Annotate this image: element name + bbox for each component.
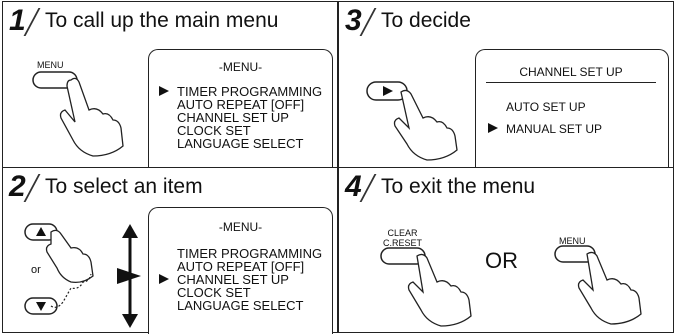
step-4-header: 4 To exit the menu: [339, 168, 673, 208]
step-2-panel: 2 To select an item or -MENU- TIMER PROG…: [2, 167, 338, 334]
step-title: To decide: [381, 9, 471, 32]
step-1-header: 1 To call up the main menu: [3, 2, 337, 42]
menu-title: -MENU-: [218, 60, 263, 74]
selection-arrow: [117, 268, 141, 284]
dotted-hand-outline: [50, 273, 92, 308]
step-slash: [359, 8, 377, 36]
main-menu-screen: -MENU- TIMER PROGRAMMING AUTO REPEAT [OF…: [148, 207, 333, 334]
step-number: 1: [9, 4, 26, 37]
menu-items: TIMER PROGRAMMING AUTO REPEAT [OFF] CHAN…: [177, 85, 322, 150]
play-triangle-icon: [383, 86, 393, 96]
menu-button-label: MENU: [37, 60, 64, 70]
menu-item: AUTO REPEAT [OFF]: [177, 97, 305, 112]
menu-item: TIMER PROGRAMMING: [177, 84, 323, 99]
main-menu-screen: -MENU- TIMER PROGRAMMING AUTO REPEAT [OF…: [148, 49, 333, 169]
right-pointer-icon: [159, 86, 169, 96]
menu-item: TIMER PROGRAMMING: [177, 246, 323, 261]
right-pointer-icon: [488, 123, 498, 133]
menu-button-hand-illustration: [32, 71, 124, 157]
menu-button-hand-illustration: [554, 245, 642, 325]
up-triangle-icon: [36, 227, 46, 236]
step-3-panel: 3 To decide CHANNEL SET UP AUTO SET UP M…: [338, 1, 674, 169]
down-triangle-icon: [36, 302, 46, 311]
pointing-hand-icon: [393, 89, 458, 161]
menu-item: LANGUAGE SELECT: [177, 298, 304, 313]
or-label-small: or: [31, 264, 41, 276]
channel-menu-item: AUTO SET UP: [506, 100, 586, 114]
step-1-panel: 1 To call up the main menu MENU -MENU- T…: [2, 1, 338, 169]
menu-item: CHANNEL SET UP: [177, 272, 289, 287]
menu-title: -MENU-: [218, 220, 263, 234]
step-title: To exit the menu: [381, 175, 536, 198]
step-2-header: 2 To select an item: [3, 168, 337, 208]
menu-item: CLOCK SET: [177, 123, 251, 138]
play-button-hand-illustration: [366, 81, 458, 161]
step-title: To call up the main menu: [45, 9, 279, 32]
pointing-hand-icon: [577, 251, 642, 325]
step-3-header: 3 To decide: [339, 2, 673, 42]
channel-menu-items: AUTO SET UP MANUAL SET UP: [506, 96, 602, 140]
clear-button-hand-illustration: [380, 247, 472, 327]
channel-setup-screen: CHANNEL SET UP AUTO SET UP MANUAL SET UP: [475, 49, 669, 169]
step-number: 2: [9, 170, 26, 203]
clear-label-line2: C.RESET: [383, 238, 423, 248]
channel-menu-item: MANUAL SET UP: [506, 122, 603, 136]
step-number: 3: [345, 4, 362, 37]
menu-item: LANGUAGE SELECT: [177, 136, 304, 151]
step-4-panel: 4 To exit the menu CLEAR C.RESET OR MENU: [338, 167, 674, 333]
step-slash: [23, 174, 41, 202]
clear-label-line1: CLEAR: [387, 228, 418, 238]
step-slash: [23, 8, 41, 36]
up-down-buttons-hand-illustration: [24, 223, 94, 315]
step-number: 4: [345, 170, 362, 203]
clear-button-label: CLEAR C.RESET: [383, 228, 422, 248]
up-down-arrow-icon: [117, 224, 141, 328]
pointing-hand-icon: [45, 229, 94, 284]
menu-item: AUTO REPEAT [OFF]: [177, 259, 305, 274]
step-slash: [359, 174, 377, 202]
menu-items: TIMER PROGRAMMING AUTO REPEAT [OFF] CHAN…: [177, 247, 322, 312]
channel-menu-title: CHANNEL SET UP: [486, 64, 656, 83]
menu-item: CHANNEL SET UP: [177, 110, 289, 125]
menu-button-label: MENU: [559, 236, 586, 246]
pointing-hand-icon: [59, 77, 124, 157]
pointing-hand-icon: [407, 253, 472, 327]
right-pointer-icon: [159, 274, 169, 284]
step-title: To select an item: [45, 175, 203, 198]
or-label-large: OR: [485, 248, 518, 273]
menu-item: CLOCK SET: [177, 285, 251, 300]
